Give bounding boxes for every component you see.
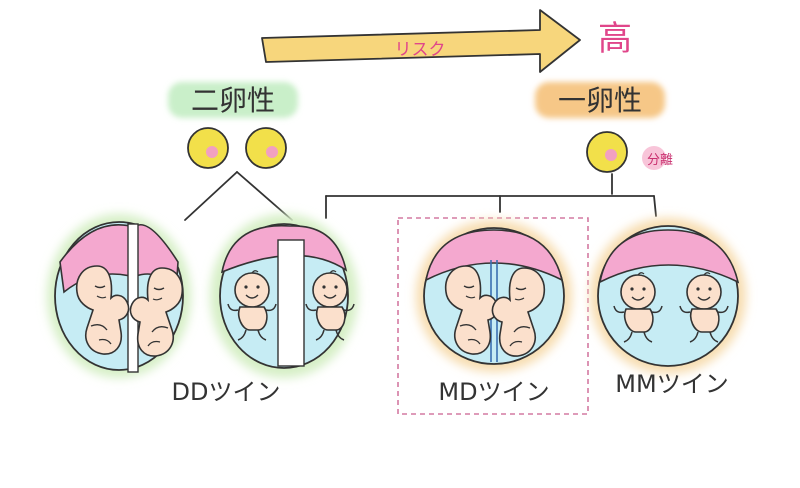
- monozygotic-highlight: [535, 82, 665, 118]
- dd-twin-sac-right: [210, 214, 358, 378]
- egg-icon: [586, 131, 628, 173]
- split-label: 分離: [647, 153, 673, 168]
- egg-icon: [245, 127, 287, 169]
- monozygotic-label: 一卵性: [558, 84, 642, 117]
- high-risk-label: 高: [598, 19, 632, 59]
- risk-label: リスク: [395, 40, 446, 60]
- mm-twin-label: MMツイン: [615, 370, 728, 398]
- dd-twin-sac-left: [47, 214, 191, 378]
- monozygotic-egg: [586, 131, 628, 173]
- md-highlight-box: [397, 217, 589, 415]
- mm-twin-sac: [590, 218, 746, 374]
- dizygotic-label: 二卵性: [191, 84, 275, 117]
- dizygotic-eggs: [187, 127, 287, 169]
- risk-arrow: リスク: [261, 9, 581, 73]
- tree-lines: [184, 171, 657, 221]
- md-twin-label: MDツイン: [438, 378, 549, 406]
- split-highlight: [642, 146, 666, 170]
- dd-twin-label: DDツイン: [172, 378, 281, 406]
- egg-icon: [187, 127, 229, 169]
- md-twin-sac: [416, 220, 572, 372]
- dizygotic-highlight: [168, 82, 298, 118]
